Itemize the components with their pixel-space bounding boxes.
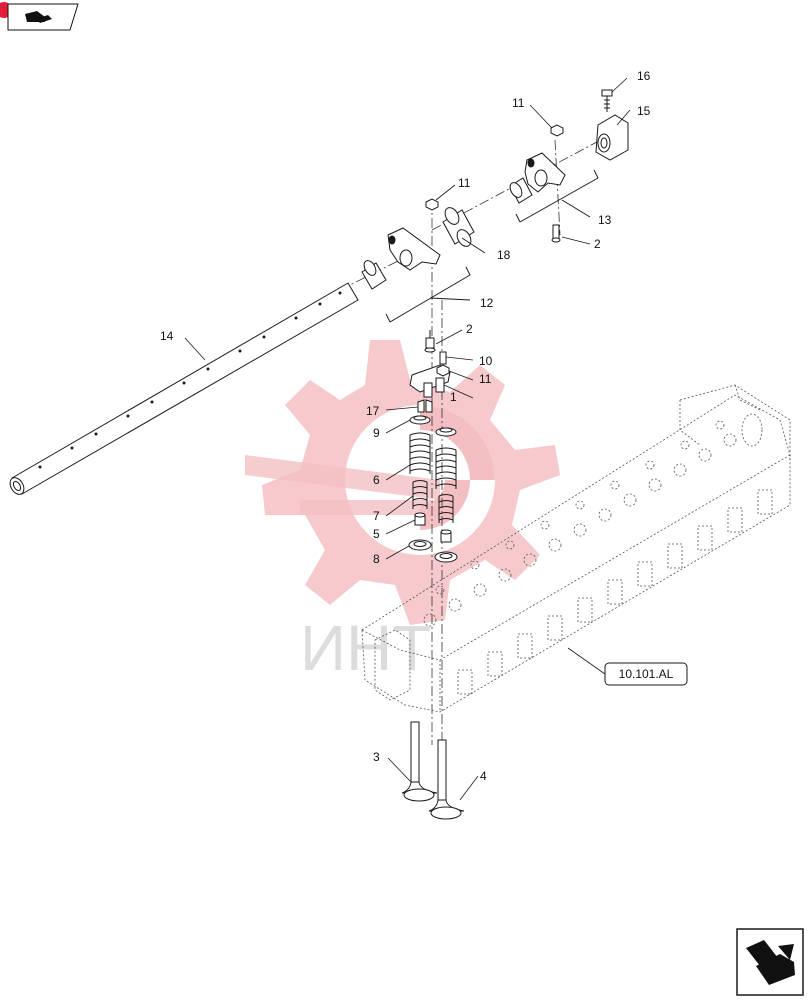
callout-13: 13 [598,213,612,227]
callout-2-right: 2 [594,237,601,251]
reference-box[interactable]: 10.101.AL [604,662,688,686]
next-page-button[interactable] [736,928,804,996]
nut-11-mid [425,198,439,211]
callout-7: 7 [373,509,380,523]
callout-14: 14 [160,329,174,343]
valve-seals-5 [414,512,452,543]
next-page-arrow-icon [746,940,795,985]
callout-16: 16 [637,69,651,83]
callout-11-mid: 11 [458,176,471,190]
bridge-nut-11 [436,364,450,377]
support-bracket [595,114,629,161]
bolt-16 [601,89,613,112]
callout-18: 18 [497,248,511,262]
bushing-right [509,177,533,204]
watermark: ИНТ [245,340,560,684]
callout-11-low: 11 [479,372,492,386]
rocker-arm-left [387,227,441,271]
bushing-left [361,260,387,290]
nut-11-top [550,124,564,137]
rocker-shaft [9,282,359,495]
callout-17: 17 [366,404,380,418]
callout-12: 12 [480,296,494,310]
leader-lines [184,77,631,801]
callout-5: 5 [373,527,380,541]
top-left-nav-tab[interactable] [0,2,79,31]
callout-2-mid: 2 [466,322,473,336]
callout-3: 3 [373,750,380,764]
spring-seats-8 [408,539,458,563]
bushing-18 [442,207,475,247]
callout-8: 8 [373,552,380,566]
notepad-arrow-icon [25,11,52,23]
callout-9: 9 [373,426,380,440]
rocker-arm-right [524,152,566,193]
adjust-screw-2-right [551,224,561,243]
callout-6: 6 [373,473,380,487]
watermark-text: ИНТ [300,612,431,684]
group-bracket-13 [515,169,599,223]
valve-intake [401,721,438,802]
callout-15: 15 [637,104,651,118]
group-bracket-12 [385,266,471,323]
callout-11-top: 11 [512,96,525,110]
valve-keepers-17 [417,399,433,413]
adjust-screw-2-mid [424,330,436,353]
bridge-pin-10 [439,351,447,365]
valve-springs [409,432,457,523]
valve-exhaust [428,739,465,820]
callout-4: 4 [480,769,487,783]
cylinder-head [361,384,791,713]
watermark-gear-icon [245,340,560,625]
callout-1: 1 [450,390,457,404]
reference-label: 10.101.AL [619,667,674,681]
callout-10: 10 [479,354,493,368]
callout-labels: 1 2 2 3 4 5 6 7 8 9 10 11 11 11 12 13 14… [160,69,651,783]
